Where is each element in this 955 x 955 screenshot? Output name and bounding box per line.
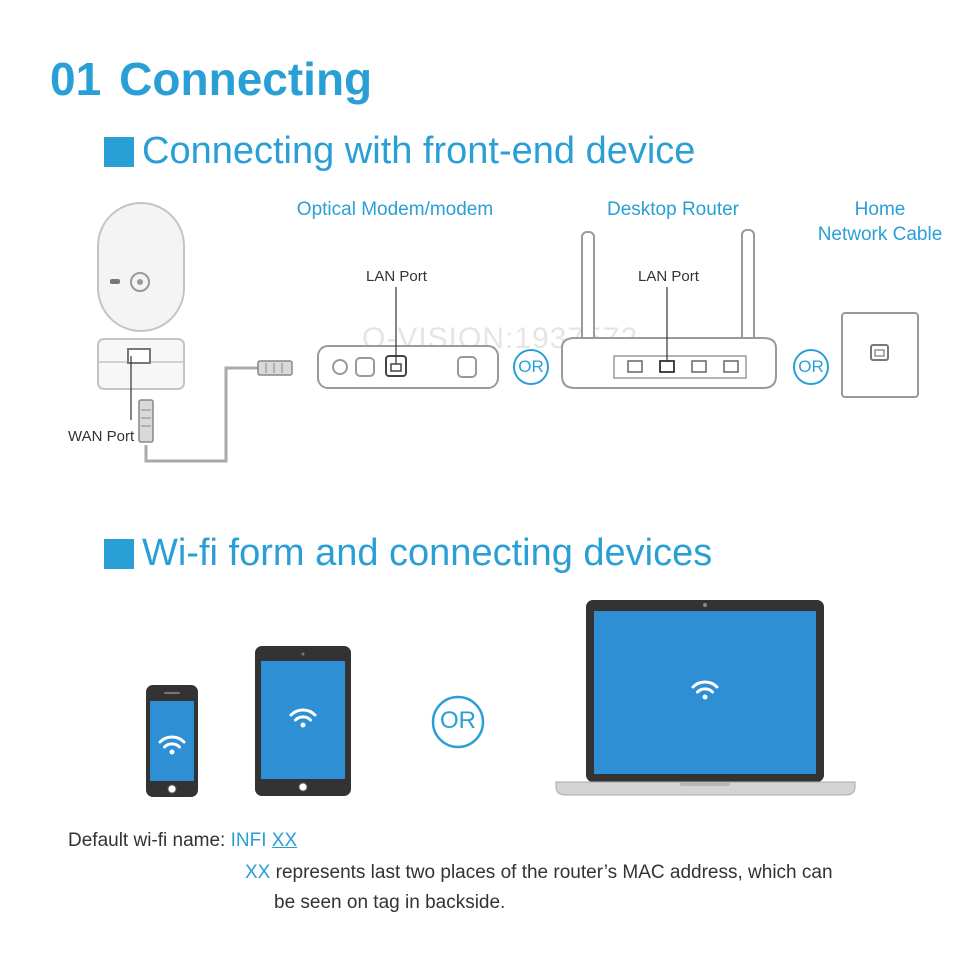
- label-desktop-router: Desktop Router: [606, 199, 739, 220]
- heading-square-icon: [104, 538, 134, 569]
- label-optical-modem: Optical Modem/modem: [296, 199, 494, 220]
- section-number: 01: [50, 53, 102, 105]
- section-heading-text: Connecting with front-end device: [142, 130, 696, 172]
- note-line-1: XX represents last two places of the rou…: [245, 862, 833, 883]
- or-badge: [431, 695, 485, 749]
- wifi-icon: [289, 708, 317, 728]
- or-label: OR: [440, 707, 476, 734]
- section-heading-wifi: Wi-fi form and connecting devices: [104, 532, 712, 575]
- tablet-illustration: [255, 646, 351, 796]
- lan-port-label-router: LAN Port: [638, 268, 699, 285]
- section-heading-text: Wi-fi form and connecting devices: [142, 532, 713, 574]
- default-wifi-name: Default wi-fi name: INFI XX: [68, 830, 297, 852]
- label-home-network-cable: Home Network Cable: [817, 199, 943, 245]
- main-router-illustration: [97, 202, 185, 420]
- title-text: Connecting: [119, 53, 373, 105]
- lan-port-label-modem: LAN Port: [366, 268, 427, 285]
- or-badge: [793, 349, 829, 385]
- desktop-router-illustration: [561, 229, 777, 389]
- wan-port-label: WAN Port: [68, 428, 135, 445]
- smartphone-illustration: [146, 685, 198, 797]
- wifi-icon: [691, 680, 719, 700]
- or-badge: [513, 349, 549, 385]
- note-label: Default wi-fi name:: [68, 830, 226, 851]
- or-label: OR: [518, 357, 544, 376]
- section-heading-connecting: Connecting with front-end device: [104, 130, 695, 173]
- wifi-icon: [158, 735, 186, 755]
- wall-socket-illustration: [841, 312, 919, 398]
- ethernet-cable: [138, 360, 293, 463]
- page-title: 01 Connecting: [50, 52, 372, 106]
- optical-modem-illustration: [317, 287, 499, 389]
- laptop-illustration: [555, 600, 856, 796]
- or-label: OR: [798, 357, 824, 376]
- wifi-name-value: INFI XX: [230, 830, 298, 851]
- note-line-2: be seen on tag in backside.: [274, 892, 506, 913]
- heading-square-icon: [104, 136, 134, 167]
